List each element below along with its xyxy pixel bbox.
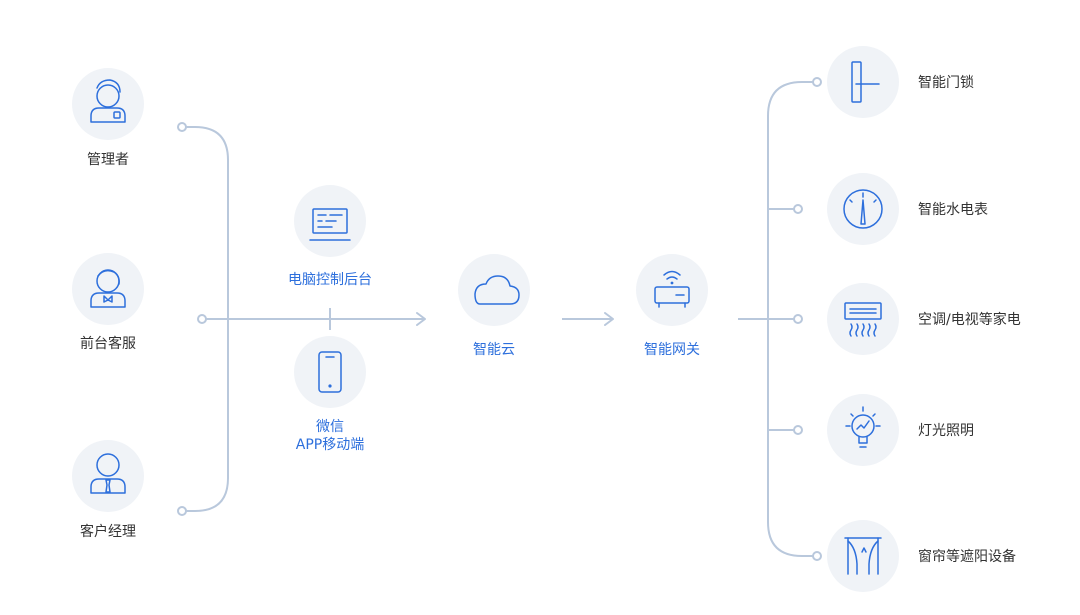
connector-dot xyxy=(793,425,803,435)
connector-dot xyxy=(793,204,803,214)
door-lock-icon xyxy=(827,46,899,118)
label-cloud: 智能云 xyxy=(473,342,515,358)
label-mobile-line1: 微信 xyxy=(316,419,344,435)
connector-dot xyxy=(177,122,187,132)
label-front-desk: 前台客服 xyxy=(80,336,136,352)
label-lighting: 灯光照明 xyxy=(918,423,974,439)
arrow-to-cloud xyxy=(329,308,426,330)
label-mobile-line2: APP移动端 xyxy=(295,437,365,453)
label-door-lock: 智能门锁 xyxy=(918,75,974,91)
front-desk-icon xyxy=(72,253,144,325)
left-bracket xyxy=(177,122,330,516)
connector-dot xyxy=(177,506,187,516)
right-bracket xyxy=(738,77,822,561)
label-curtain: 窗帘等遮阳设备 xyxy=(918,549,1016,565)
curtain-icon xyxy=(827,520,899,592)
cloud-icon xyxy=(458,254,530,326)
label-appliances: 空调/电视等家电 xyxy=(918,312,1021,328)
manager-icon xyxy=(72,68,144,140)
label-pc-backend: 电脑控制后台 xyxy=(288,272,372,288)
router-icon xyxy=(636,254,708,326)
label-meter: 智能水电表 xyxy=(918,202,988,218)
connector-dot xyxy=(197,314,207,324)
connector-dot xyxy=(812,551,822,561)
monitor-icon xyxy=(294,185,366,257)
arrow-to-gateway xyxy=(562,312,614,326)
light-bulb-icon xyxy=(827,394,899,466)
air-conditioner-icon xyxy=(827,283,899,355)
phone-icon xyxy=(294,336,366,408)
connector-dot xyxy=(793,314,803,324)
connector-dot xyxy=(812,77,822,87)
label-manager: 管理者 xyxy=(87,152,129,168)
account-manager-icon xyxy=(72,440,144,512)
label-gateway: 智能网关 xyxy=(644,342,700,358)
label-account-manager: 客户经理 xyxy=(80,524,136,540)
meter-icon xyxy=(827,173,899,245)
